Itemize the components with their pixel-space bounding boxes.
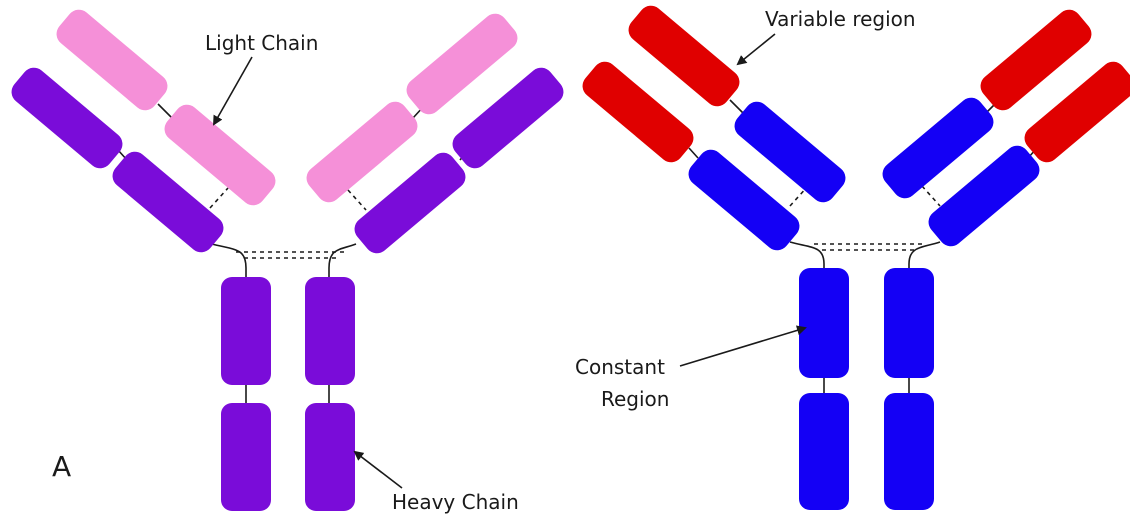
variable-region-heavy-left	[582, 61, 694, 163]
constant-region-stem-left-upper	[799, 268, 849, 378]
light-chain-constant-left	[164, 104, 276, 206]
constant-region-stem-right-upper	[884, 268, 934, 378]
constant-region-label-line1: Constant	[575, 355, 665, 379]
constant-region-arrow	[679, 325, 807, 367]
variable-region-heavy-right	[1024, 61, 1130, 163]
heavy-chain-stem-left-lower	[221, 403, 271, 511]
constant-region-light-left	[734, 101, 846, 203]
heavy-chain-arrow	[353, 450, 403, 489]
constant-region-light-right	[882, 97, 994, 199]
panel-a: Light Chain Heavy Chain A	[11, 9, 564, 514]
heavy-chain-constant-right	[354, 152, 466, 254]
constant-region-heavy-left	[688, 149, 800, 251]
variable-region-arrow	[736, 33, 776, 66]
heavy-chain-stem-right-upper	[305, 277, 355, 385]
variable-region-label: Variable region	[765, 7, 916, 31]
panel-b: Variable region Constant Region	[575, 5, 1130, 510]
panel-b-connectors	[688, 99, 1038, 396]
heavy-chain-stem-left-upper	[221, 277, 271, 385]
heavy-chain-constant-left	[112, 151, 224, 253]
variable-region-light-right	[980, 9, 1092, 111]
panel-letter-a: A	[52, 450, 71, 483]
panel-a-connectors	[117, 103, 469, 404]
constant-region-label-line2: Region	[601, 387, 669, 411]
light-chain-variable-right	[406, 13, 518, 115]
light-chain-arrow	[213, 56, 253, 126]
heavy-chain-label: Heavy Chain	[392, 490, 519, 514]
light-chain-variable-left	[56, 9, 168, 111]
constant-region-heavy-right	[928, 145, 1040, 247]
constant-region-stem-right-lower	[884, 393, 934, 510]
light-chain-label: Light Chain	[205, 31, 318, 55]
heavy-chain-stem-right-lower	[305, 403, 355, 511]
heavy-chain-variable-right	[452, 67, 564, 169]
variable-region-light-left	[628, 5, 740, 107]
light-chain-constant-right	[306, 101, 418, 203]
constant-region-stem-left-lower	[799, 393, 849, 510]
heavy-chain-variable-left	[11, 67, 123, 169]
